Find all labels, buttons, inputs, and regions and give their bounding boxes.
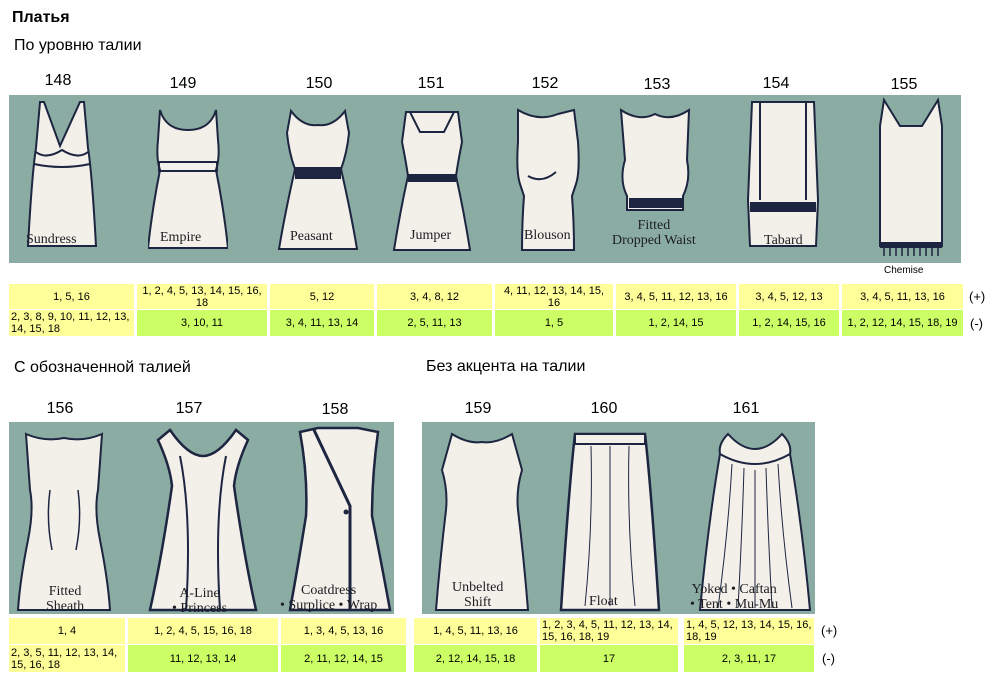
plus-cell: 3, 4, 5, 12, 13: [739, 284, 839, 309]
dress-label: Peasant: [290, 229, 333, 244]
dress-label-line2: Dropped Waist: [612, 233, 696, 248]
dress-label: Tabard: [764, 233, 803, 248]
dress-label: Blouson: [524, 228, 571, 243]
dress-label-line2: • Surplice • Wrap: [280, 598, 378, 613]
plus-cell: 1, 4, 5, 12, 13, 14, 15, 16, 18, 19: [684, 618, 814, 644]
dress-label: A-Line • Princess: [172, 586, 227, 616]
dress-label: Unbelted Shift: [452, 580, 503, 610]
plus-sign: (+): [969, 289, 986, 304]
minus-cell: 2, 3, 11, 17: [684, 645, 814, 672]
empire-illustration: [148, 100, 228, 250]
dress-number-150: 150: [305, 75, 333, 92]
peasant-illustration: [277, 103, 359, 251]
dress-label: Coatdress • Surplice • Wrap: [280, 583, 377, 613]
dress-label-line1: Fitted: [637, 218, 671, 233]
float-illustration: [555, 426, 665, 612]
dress-label-line2: • Princess: [172, 601, 228, 616]
minus-sign: (-): [822, 651, 835, 666]
dress-number-151: 151: [417, 75, 445, 92]
dress-number-157: 157: [175, 400, 203, 417]
dress-number-158: 158: [321, 401, 349, 418]
fitted-dropped-waist-illustration: [615, 100, 697, 250]
dress-label-line2: Shift: [464, 595, 492, 610]
dress-label: Float: [589, 594, 618, 609]
jumper-illustration: [392, 102, 472, 252]
chemise-illustration: [876, 96, 946, 262]
dress-label: Chemise: [884, 265, 924, 276]
minus-cell: 2, 5, 11, 13: [377, 310, 492, 336]
minus-cell: 11, 12, 13, 14: [128, 645, 278, 672]
minus-sign: (-): [970, 316, 983, 331]
dress-label-line2: Sheath: [46, 599, 85, 614]
dress-label-line1: Fitted: [48, 584, 82, 599]
plus-cell: 1, 4, 5, 11, 13, 16: [414, 618, 537, 644]
plus-cell: 1, 5, 16: [9, 284, 134, 309]
minus-cell: 2, 11, 12, 14, 15: [281, 645, 406, 672]
dress-number-155: 155: [890, 76, 918, 93]
minus-cell: 1, 2, 14, 15: [616, 310, 736, 336]
minus-cell: 1, 2, 14, 15, 16: [739, 310, 839, 336]
yoked-caftan-illustration: [698, 424, 812, 612]
plus-cell: 1, 2, 4, 5, 13, 14, 15, 16, 18: [137, 284, 267, 309]
section-title-no-waist: Без акцента на талии: [426, 358, 586, 375]
dress-number-154: 154: [762, 75, 790, 92]
dress-label-line1: Yoked • Caftan: [691, 582, 777, 597]
minus-cell: 2, 12, 14, 15, 18: [414, 645, 537, 672]
plus-cell: 3, 4, 5, 11, 13, 16: [842, 284, 963, 309]
dress-label: Sundress: [26, 232, 77, 247]
dress-label-line2: • Tent • Mu-Mu: [690, 597, 779, 612]
dress-number-153: 153: [643, 76, 671, 93]
dress-number-156: 156: [46, 400, 74, 417]
dress-label-line1: Coatdress: [301, 583, 357, 598]
section-title-waist-level: По уровню талии: [14, 37, 142, 54]
section-title-defined-waist: С обозначенной талией: [14, 359, 191, 376]
dress-number-152: 152: [531, 75, 559, 92]
plus-cell: 1, 3, 4, 5, 13, 16: [281, 618, 406, 644]
plus-cell: 3, 4, 8, 12: [377, 284, 492, 309]
dress-label: Jumper: [410, 228, 452, 243]
minus-cell: 3, 4, 11, 13, 14: [270, 310, 374, 336]
dress-label-line1: Unbelted: [452, 580, 504, 595]
dress-number-161: 161: [732, 400, 760, 417]
sundress-illustration: [22, 98, 102, 248]
dress-label: Fitted Sheath: [46, 584, 84, 614]
blouson-illustration: [508, 102, 588, 252]
coatdress-illustration: [288, 426, 392, 612]
dress-label: Yoked • Caftan • Tent • Mu-Mu: [690, 582, 778, 612]
plus-cell: 1, 2, 3, 4, 5, 11, 12, 13, 14, 15, 16, 1…: [540, 618, 678, 644]
minus-cell: 17: [540, 645, 678, 672]
dress-label: Empire: [160, 230, 202, 245]
plus-cell: 1, 4: [9, 618, 125, 644]
plus-cell: 4, 11, 12, 13, 14, 15, 16: [495, 284, 613, 309]
minus-cell: 2, 3, 8, 9, 10, 11, 12, 13, 14, 15, 18: [9, 310, 134, 336]
plus-cell: 1, 2, 4, 5, 15, 16, 18: [128, 618, 278, 644]
dress-number-159: 159: [464, 400, 492, 417]
minus-cell: 1, 2, 12, 14, 15, 18, 19: [842, 310, 963, 336]
dress-number-148: 148: [44, 72, 72, 89]
dress-number-160: 160: [590, 400, 618, 417]
dress-label: Fitted Dropped Waist: [612, 218, 696, 248]
dress-number-149: 149: [169, 75, 197, 92]
a-line-princess-illustration: [148, 426, 258, 612]
dress-label-line1: A-Line: [179, 586, 220, 601]
minus-cell: 1, 5: [495, 310, 613, 336]
minus-cell: 3, 10, 11: [137, 310, 267, 336]
plus-cell: 3, 4, 5, 11, 12, 13, 16: [616, 284, 736, 309]
fitted-sheath-illustration: [14, 430, 114, 612]
page-title: Платья: [12, 9, 70, 26]
plus-cell: 5, 12: [270, 284, 374, 309]
plus-sign: (+): [821, 623, 838, 638]
minus-cell: 2, 3, 5, 11, 12, 13, 14, 15, 16, 18: [9, 645, 125, 672]
unbelted-shift-illustration: [432, 430, 532, 612]
tabard-illustration: [742, 100, 824, 250]
